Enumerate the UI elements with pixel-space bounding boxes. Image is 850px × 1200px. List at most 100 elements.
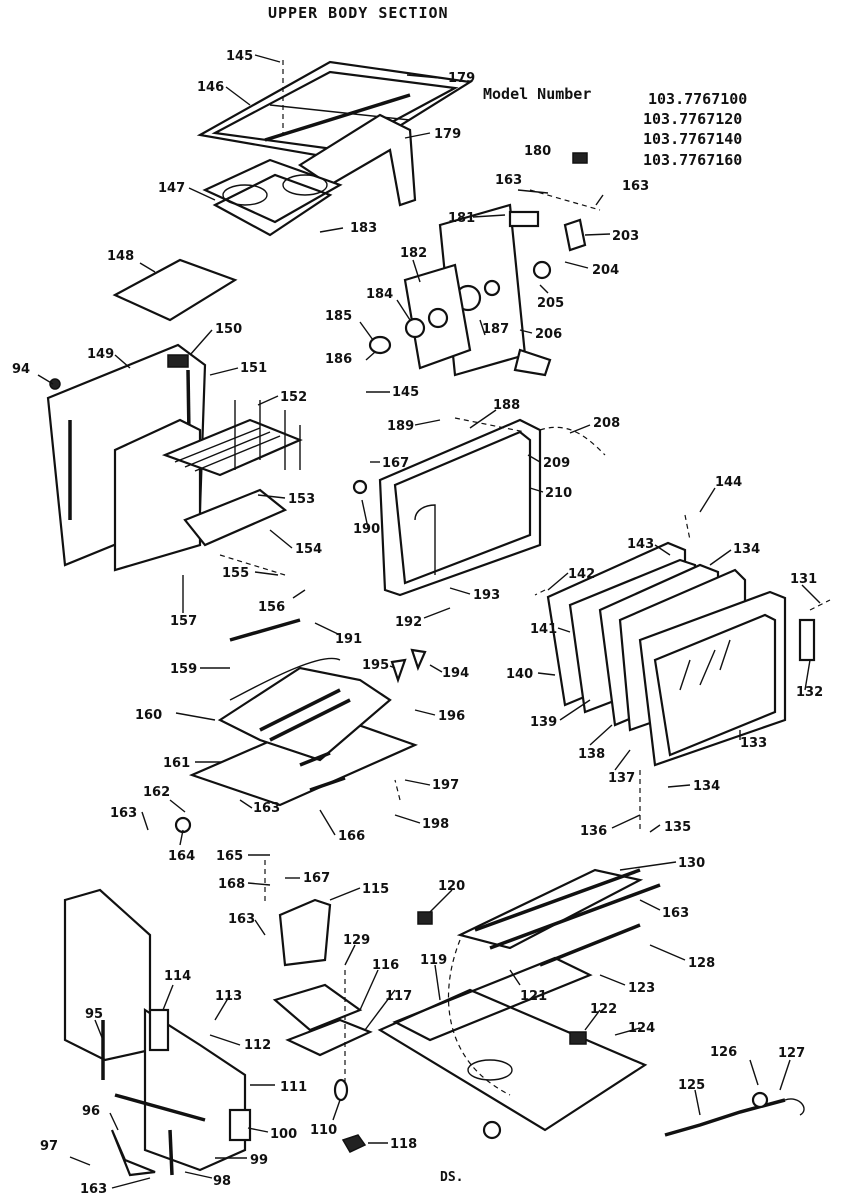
callout: 145 xyxy=(392,385,419,400)
callout: 152 xyxy=(280,390,307,405)
callout: 167 xyxy=(382,456,409,471)
callout: 155 xyxy=(222,566,249,581)
callout: 188 xyxy=(493,398,520,413)
callout: 179 xyxy=(448,71,475,86)
side-panel xyxy=(63,888,252,1177)
callout: 94 xyxy=(12,362,30,377)
callout: 139 xyxy=(530,715,557,730)
callout: 130 xyxy=(678,856,705,871)
base-panel xyxy=(377,868,661,1140)
callout: 134 xyxy=(693,779,720,794)
callout: 187 xyxy=(482,322,509,337)
callout: 129 xyxy=(343,933,370,948)
callout: 112 xyxy=(244,1038,271,1053)
callout: 145 xyxy=(226,49,253,64)
callout-labels: 145 146 179 179 147 183 180 163 163 181 … xyxy=(12,49,823,1197)
callout: 150 xyxy=(215,322,242,337)
callout: 165 xyxy=(216,849,243,864)
callout: 153 xyxy=(288,492,315,507)
callout: 203 xyxy=(612,229,639,244)
callout: 123 xyxy=(628,981,655,996)
callout: 97 xyxy=(40,1139,58,1154)
callout: 120 xyxy=(438,879,465,894)
callout: 133 xyxy=(740,736,767,751)
callout: 180 xyxy=(524,144,551,159)
callout: 198 xyxy=(422,817,449,832)
callout: 149 xyxy=(87,347,114,362)
callout: 191 xyxy=(335,632,362,647)
callout: 208 xyxy=(593,416,620,431)
callout: 110 xyxy=(310,1123,337,1138)
callout: 160 xyxy=(135,708,162,723)
callout: 154 xyxy=(295,542,322,557)
insulation-panel xyxy=(112,258,238,322)
callout: 185 xyxy=(325,309,352,324)
callout: 99 xyxy=(250,1153,268,1168)
callout: 143 xyxy=(627,537,654,552)
callout: 166 xyxy=(338,829,365,844)
callout: 140 xyxy=(506,667,533,682)
callout: 156 xyxy=(258,600,285,615)
callout: 205 xyxy=(537,296,564,311)
callout: 194 xyxy=(442,666,469,681)
callout: 161 xyxy=(163,756,190,771)
callout: 179 xyxy=(434,127,461,142)
callout: 122 xyxy=(590,1002,617,1017)
callout: 209 xyxy=(543,456,570,471)
callout: 147 xyxy=(158,181,185,196)
power-cord xyxy=(664,1091,805,1137)
callout: 126 xyxy=(710,1045,737,1060)
oven-door-assembly xyxy=(546,541,816,767)
callout: 163 xyxy=(228,912,255,927)
callout: 125 xyxy=(678,1078,705,1093)
callout: 204 xyxy=(592,263,619,278)
callout: 146 xyxy=(197,80,224,95)
broiler-pan-assembly xyxy=(174,618,427,834)
rear-control-panel xyxy=(368,152,588,377)
callout: 163 xyxy=(253,801,280,816)
callout: 168 xyxy=(218,877,245,892)
callout: 127 xyxy=(778,1046,805,1061)
callout: 96 xyxy=(82,1104,100,1119)
callout: 148 xyxy=(107,249,134,264)
callout: 196 xyxy=(438,709,465,724)
callout: 210 xyxy=(545,486,572,501)
callout: 95 xyxy=(85,1007,103,1022)
callout: 195 xyxy=(362,658,389,673)
callout: 181 xyxy=(448,211,475,226)
footer-code: DS. xyxy=(440,1170,464,1185)
model-number-4: 103.7767160 xyxy=(643,151,743,169)
callout: 131 xyxy=(790,572,817,587)
leader-lines xyxy=(37,54,821,1189)
callout: 182 xyxy=(400,246,427,261)
model-number-3: 103.7767140 xyxy=(643,130,743,148)
callout: 136 xyxy=(580,824,607,839)
model-number-2: 103.7767120 xyxy=(643,110,743,128)
callout: 183 xyxy=(350,221,377,236)
callout: 144 xyxy=(715,475,742,490)
callout: 197 xyxy=(432,778,459,793)
callout: 98 xyxy=(213,1174,231,1189)
callout: 124 xyxy=(628,1021,655,1036)
callout: 118 xyxy=(390,1137,417,1152)
callout: 135 xyxy=(664,820,691,835)
callout: 134 xyxy=(733,542,760,557)
diagram-title: UPPER BODY SECTION xyxy=(268,4,449,22)
callout: 100 xyxy=(270,1127,297,1142)
callout: 193 xyxy=(473,588,500,603)
model-number-label: Model Number xyxy=(483,85,592,103)
callout: 163 xyxy=(80,1182,107,1197)
cooktop-frame xyxy=(196,60,474,237)
callout: 189 xyxy=(387,419,414,434)
callout: 162 xyxy=(143,785,170,800)
callout: 142 xyxy=(568,567,595,582)
callout: 119 xyxy=(420,953,447,968)
callout: 192 xyxy=(395,615,422,630)
callout: 137 xyxy=(608,771,635,786)
callout: 190 xyxy=(353,522,380,537)
callout: 186 xyxy=(325,352,352,367)
callout: 184 xyxy=(366,287,393,302)
callout: 206 xyxy=(535,327,562,342)
callout: 116 xyxy=(372,958,399,973)
